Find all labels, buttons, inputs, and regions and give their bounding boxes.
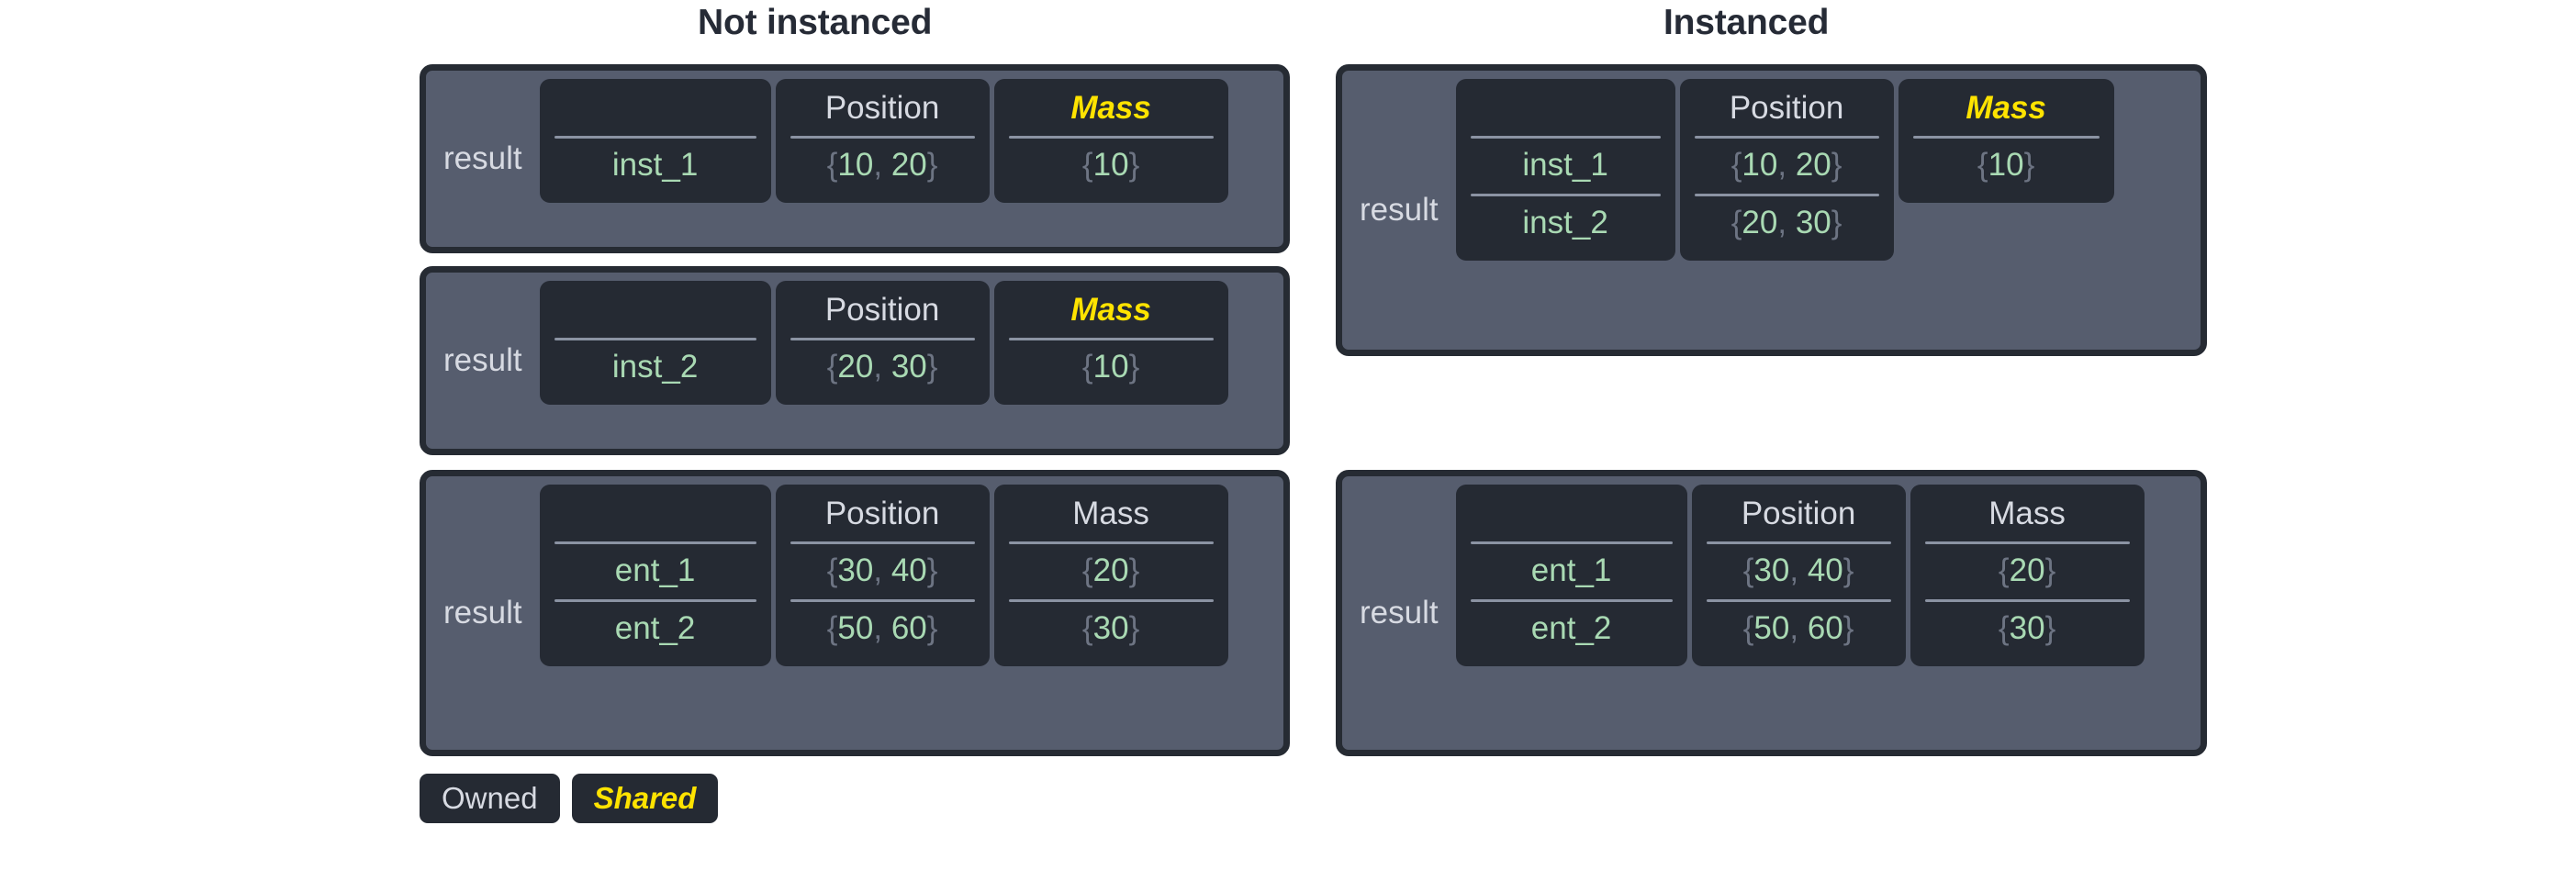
column-header-position: Position [1741, 496, 1856, 531]
panel-title-instanced: Instanced [1663, 3, 1830, 42]
column-mass: Mass {20} {30} [1910, 485, 2145, 666]
row-label: result [1360, 595, 1439, 630]
column-position: Position {30, 40} {50, 60} [775, 485, 990, 666]
legend-chip-owned: Owned [420, 774, 560, 823]
column-mass-shared: Mass {10} [1898, 79, 2114, 203]
cell-name: inst_2 [1522, 205, 1608, 240]
row-label: result [443, 595, 522, 630]
cell-name: ent_1 [1530, 552, 1612, 588]
column-header-position: Position [824, 90, 940, 126]
cell-mass: {30} [1998, 610, 2056, 646]
legend: Owned Shared [420, 774, 719, 823]
header-divider [1694, 136, 1879, 139]
column-mass: Mass {10} [993, 281, 1228, 405]
header-divider [1912, 136, 2100, 139]
cell-position: {20, 30} [1730, 205, 1842, 240]
header-divider [554, 541, 756, 544]
column-header-mass: Mass [1070, 292, 1151, 328]
cell-mass: {30} [1081, 610, 1140, 646]
column-position: Position {30, 40} {50, 60} [1691, 485, 1906, 666]
table-not-instanced-1: result inst_1 Position {10, 20} Mass {10… [420, 64, 1290, 253]
cell-position: {50, 60} [1742, 610, 1854, 646]
header-divider [790, 136, 975, 139]
table-instanced-2: result ent_1 ent_2 Position {30, 40} {50… [1336, 470, 2207, 756]
header-divider [1470, 541, 1673, 544]
header-divider [1924, 541, 2130, 544]
column-position: Position {10, 20} {20, 30} [1679, 79, 1894, 261]
panel-title-not-instanced: Not instanced [698, 3, 933, 42]
header-divider [1008, 136, 1214, 139]
column-header-mass: Mass [1988, 496, 2066, 531]
cell-position: {20, 30} [826, 349, 938, 385]
cell-mass: {10} [1977, 147, 2035, 183]
column-name: inst_2 [539, 281, 771, 405]
column-header-position: Position [1729, 90, 1844, 126]
column-header-position: Position [824, 496, 940, 531]
column-mass: Mass {20} {30} [993, 485, 1228, 666]
column-header-mass: Mass [1072, 496, 1149, 531]
row-divider [1470, 599, 1673, 602]
row-divider [1706, 599, 1891, 602]
cell-mass: {20} [1081, 552, 1140, 588]
cell-name: ent_2 [1530, 610, 1612, 646]
column-position: Position {20, 30} [775, 281, 990, 405]
row-divider [790, 599, 975, 602]
column-position: Position {10, 20} [775, 79, 990, 203]
column-name: ent_1 ent_2 [539, 485, 771, 666]
cell-name: ent_1 [614, 552, 696, 588]
column-name: ent_1 ent_2 [1455, 485, 1687, 666]
column-header-mass: Mass [1070, 90, 1151, 126]
cell-name: ent_2 [614, 610, 696, 646]
cell-position: {10, 20} [1730, 147, 1842, 183]
header-divider [554, 136, 756, 139]
cell-position: {30, 40} [826, 552, 938, 588]
cell-name: inst_2 [611, 349, 699, 385]
row-divider [554, 599, 756, 602]
row-label: result [1360, 192, 1439, 228]
header-divider [790, 338, 975, 340]
header-divider [1008, 541, 1214, 544]
column-header-mass: Mass [1966, 90, 2046, 126]
column-header-position: Position [824, 292, 940, 328]
row-label: result [443, 140, 522, 176]
cell-position: {10, 20} [826, 147, 938, 183]
header-divider [1706, 541, 1891, 544]
header-divider [1470, 136, 1661, 139]
row-label: result [443, 342, 522, 378]
table-not-instanced-3: result ent_1 ent_2 Position {30, 40} {50… [420, 470, 1290, 756]
cell-mass: {10} [1081, 349, 1140, 385]
row-divider [1008, 599, 1214, 602]
cell-name: inst_1 [611, 147, 699, 183]
row-divider [1470, 194, 1661, 196]
cell-mass: {10} [1081, 147, 1140, 183]
column-name: inst_1 [539, 79, 771, 203]
legend-chip-shared: Shared [571, 774, 719, 823]
column-name: inst_1 inst_2 [1455, 79, 1675, 261]
header-divider [790, 541, 975, 544]
table-instanced-1: result inst_1 inst_2 Position {10, 20} {… [1336, 64, 2207, 356]
table-not-instanced-2: result inst_2 Position {20, 30} Mass {10… [420, 266, 1290, 455]
cell-name: inst_1 [1522, 147, 1608, 183]
header-divider [554, 338, 756, 340]
row-divider [1924, 599, 2130, 602]
cell-mass: {20} [1998, 552, 2056, 588]
column-mass: Mass {10} [993, 79, 1228, 203]
cell-position: {50, 60} [826, 610, 938, 646]
row-divider [1694, 194, 1879, 196]
header-divider [1008, 338, 1214, 340]
cell-position: {30, 40} [1742, 552, 1854, 588]
